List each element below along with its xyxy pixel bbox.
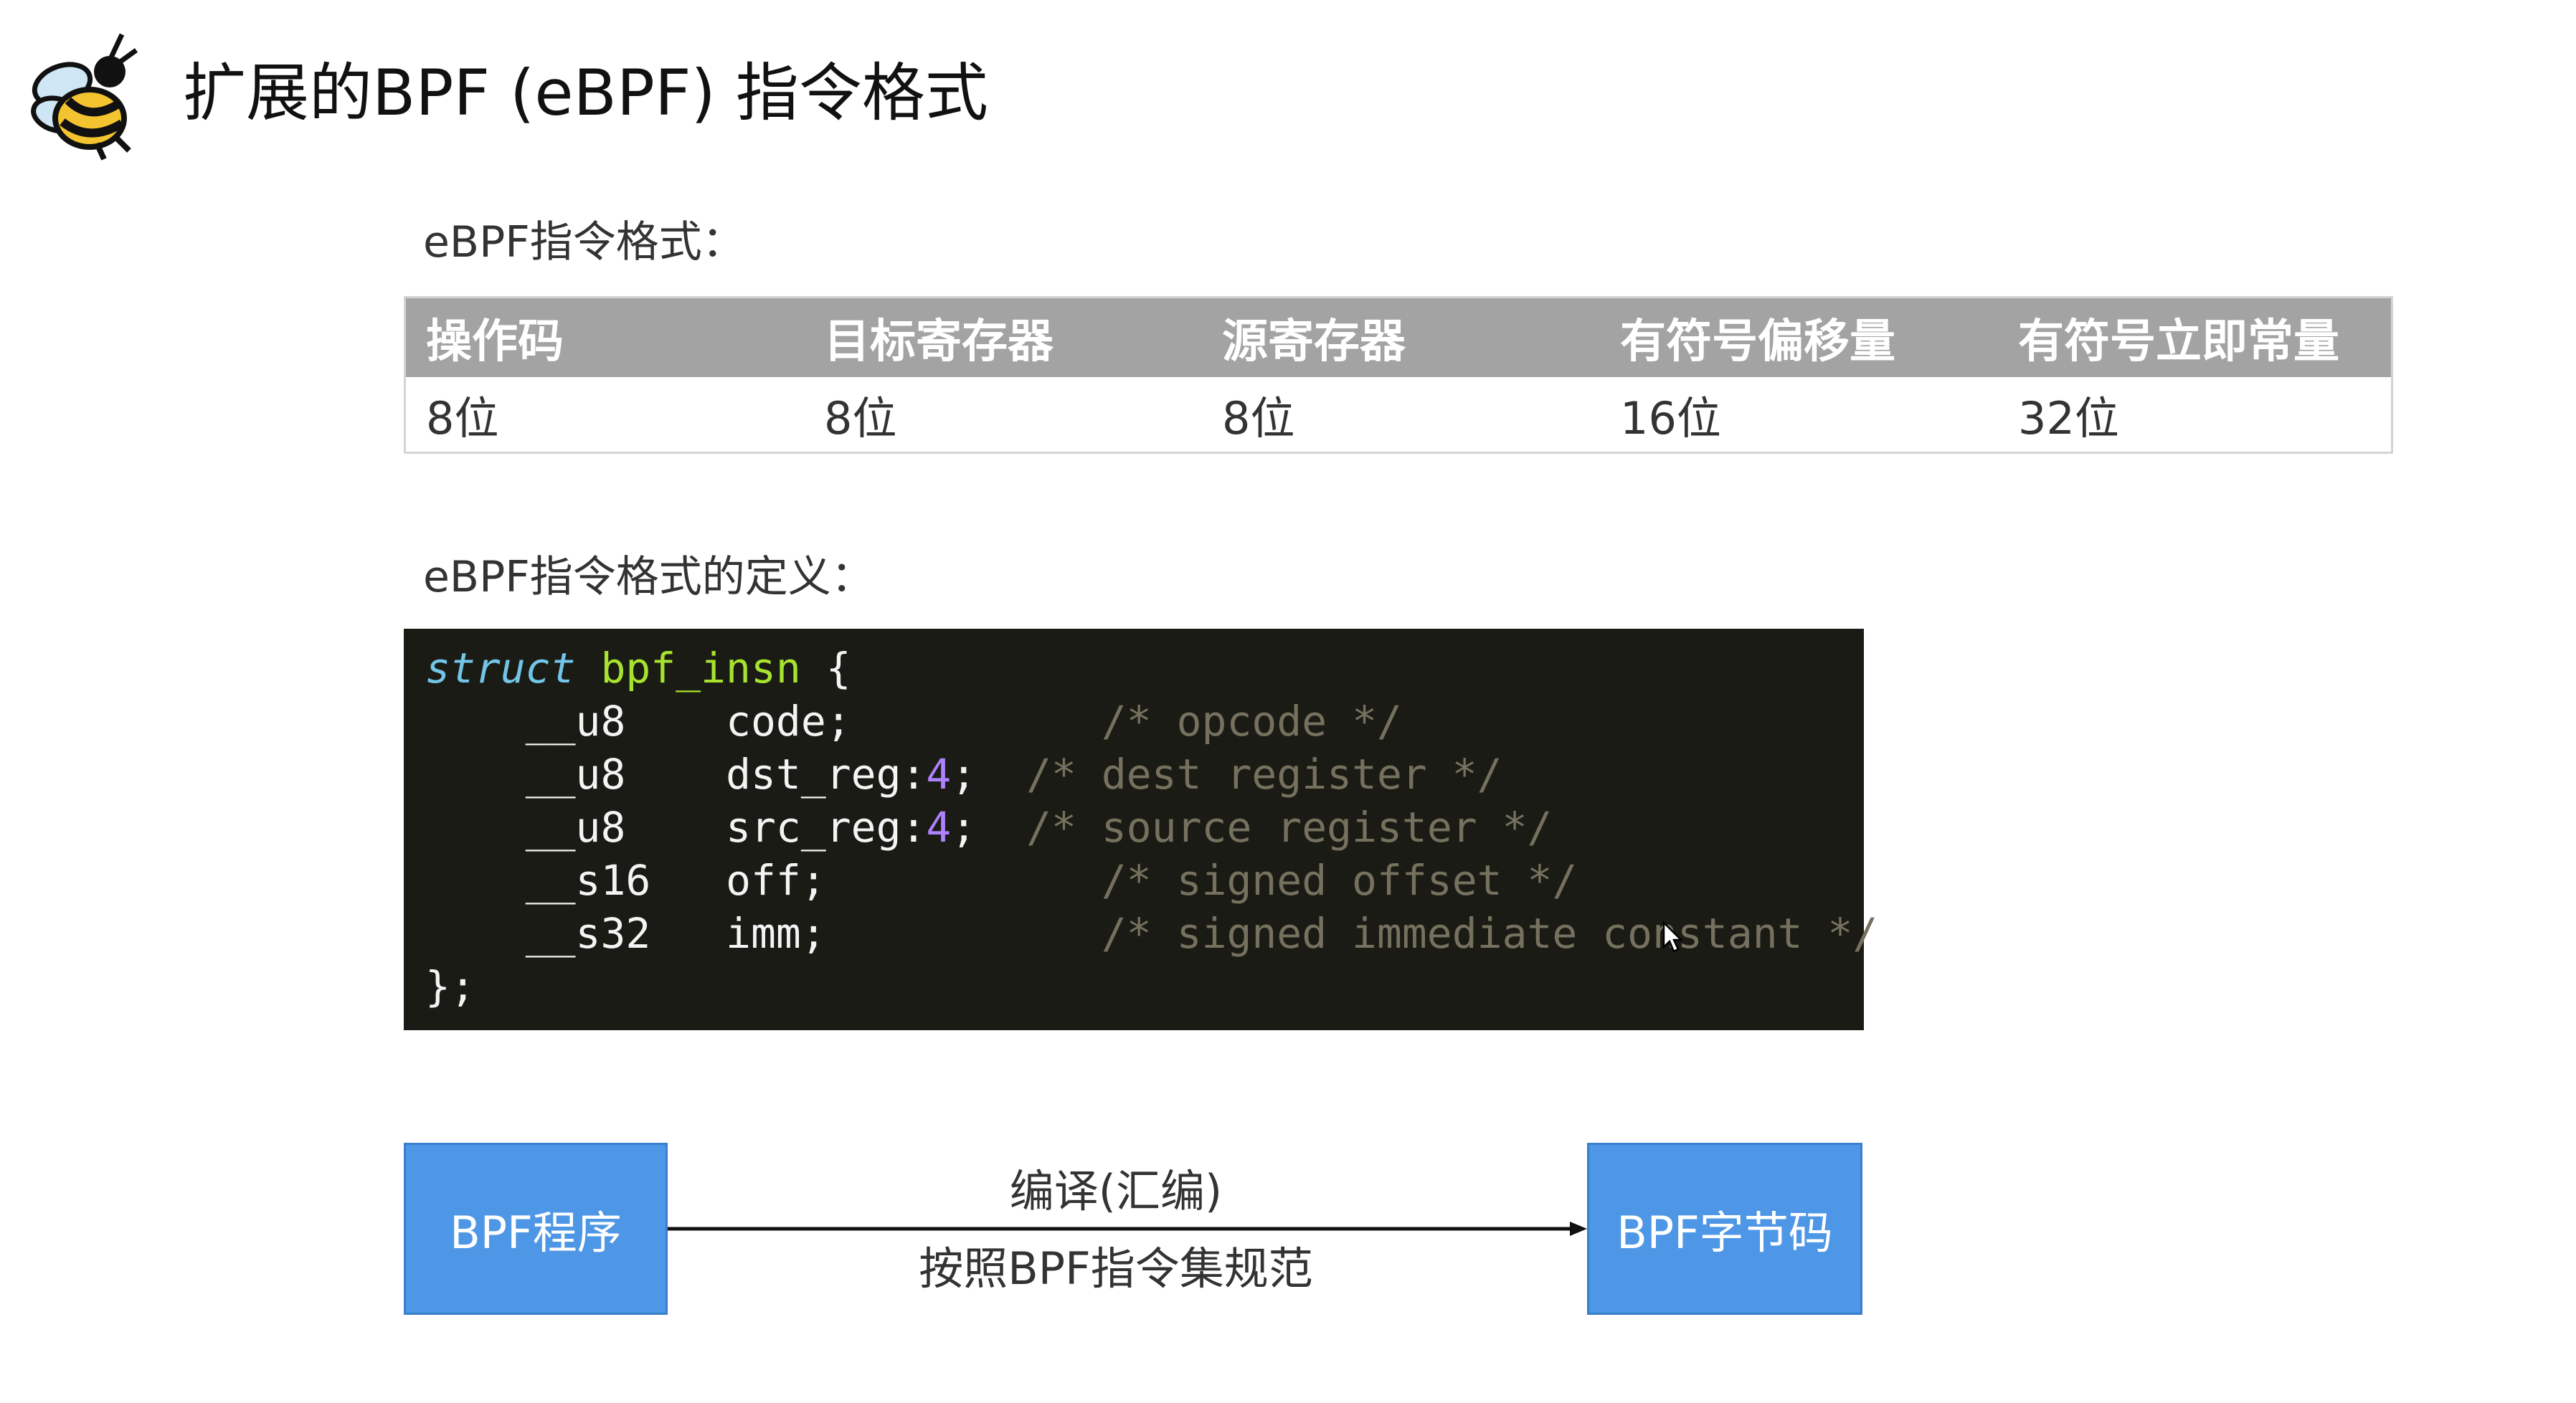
code-line-field: __u8 code; /* opcode */ xyxy=(425,695,1402,748)
header-cell-dst-reg: 目标寄存器 xyxy=(824,315,1053,368)
arrow-icon xyxy=(668,1222,1587,1236)
field-name: dst_reg: xyxy=(726,750,927,799)
page-title: 扩展的BPF (eBPF) 指令格式 xyxy=(183,56,988,130)
instruction-format-table: 操作码 目标寄存器 源寄存器 有符号偏移量 有符号立即常量 8位 8位 8位 1… xyxy=(404,296,2393,454)
code-line-field: __u8 src_reg:4; /* source register */ xyxy=(525,803,1553,852)
field-comment: /* opcode */ xyxy=(1101,697,1402,746)
definition-section-label: eBPF指令格式的定义： xyxy=(423,552,874,602)
field-comment: /* dest register */ xyxy=(1026,750,1502,799)
field-name: src_reg: xyxy=(726,803,927,852)
value-cell-dst-reg: 8位 xyxy=(824,392,897,444)
code-line-field: __s16 off; /* signed offset */ xyxy=(425,854,1578,907)
compile-label: 编译(汇编) xyxy=(1009,1165,1223,1217)
format-section-label: eBPF指令格式： xyxy=(423,217,745,267)
field-type: __u8 xyxy=(525,750,626,799)
field-comment: /* signed offset */ xyxy=(1101,856,1578,905)
spec-label: 按照BPF指令集规范 xyxy=(919,1242,1313,1295)
code-line-struct: struct bpf_insn { xyxy=(425,642,851,695)
value-cell-immediate: 32位 xyxy=(2018,392,2119,444)
code-line-closing: }; xyxy=(425,962,475,1011)
header-cell-src-reg: 源寄存器 xyxy=(1222,315,1406,368)
field-comment: /* signed immediate constant */ xyxy=(1101,909,1878,958)
field-name: code; xyxy=(726,697,851,746)
value-cell-offset: 16位 xyxy=(1620,392,1721,444)
code-open-brace: { xyxy=(800,644,851,693)
field-type: __u8 xyxy=(525,697,626,746)
value-cell-src-reg: 8位 xyxy=(1222,392,1295,444)
header-cell-immediate: 有符号立即常量 xyxy=(2018,315,2339,368)
header-cell-opcode: 操作码 xyxy=(426,315,564,368)
bee-icon xyxy=(31,33,138,161)
code-struct-name: bpf_insn xyxy=(600,644,801,693)
code-line-field: __u8 dst_reg:4; /* dest register */ xyxy=(525,750,1502,799)
code-line-field: __s32 imm; /* signed immediate constant … xyxy=(425,907,1878,960)
value-cell-opcode: 8位 xyxy=(426,392,499,444)
table-row: 8位 8位 8位 16位 32位 xyxy=(406,377,2391,452)
field-name: off; xyxy=(726,856,826,905)
header-cell-offset: 有符号偏移量 xyxy=(1620,315,1895,368)
code-block: struct bpf_insn { __u8 code; /* opcode *… xyxy=(404,629,1877,1030)
mouse-cursor-icon xyxy=(1662,921,1682,953)
bpf-program-box: BPF程序 xyxy=(404,1143,668,1315)
field-type: __u8 xyxy=(525,803,626,852)
field-bit-width: 4 xyxy=(926,803,952,852)
table-header-row: 操作码 目标寄存器 源寄存器 有符号偏移量 有符号立即常量 xyxy=(406,298,2391,377)
code-keyword: struct xyxy=(425,644,576,693)
field-comment: /* source register */ xyxy=(1026,803,1553,852)
field-type: __s16 xyxy=(525,856,651,905)
field-name: imm; xyxy=(726,909,826,958)
bpf-bytecode-box: BPF字节码 xyxy=(1587,1143,1862,1315)
field-type: __s32 xyxy=(525,909,651,958)
field-bit-width: 4 xyxy=(926,750,952,799)
